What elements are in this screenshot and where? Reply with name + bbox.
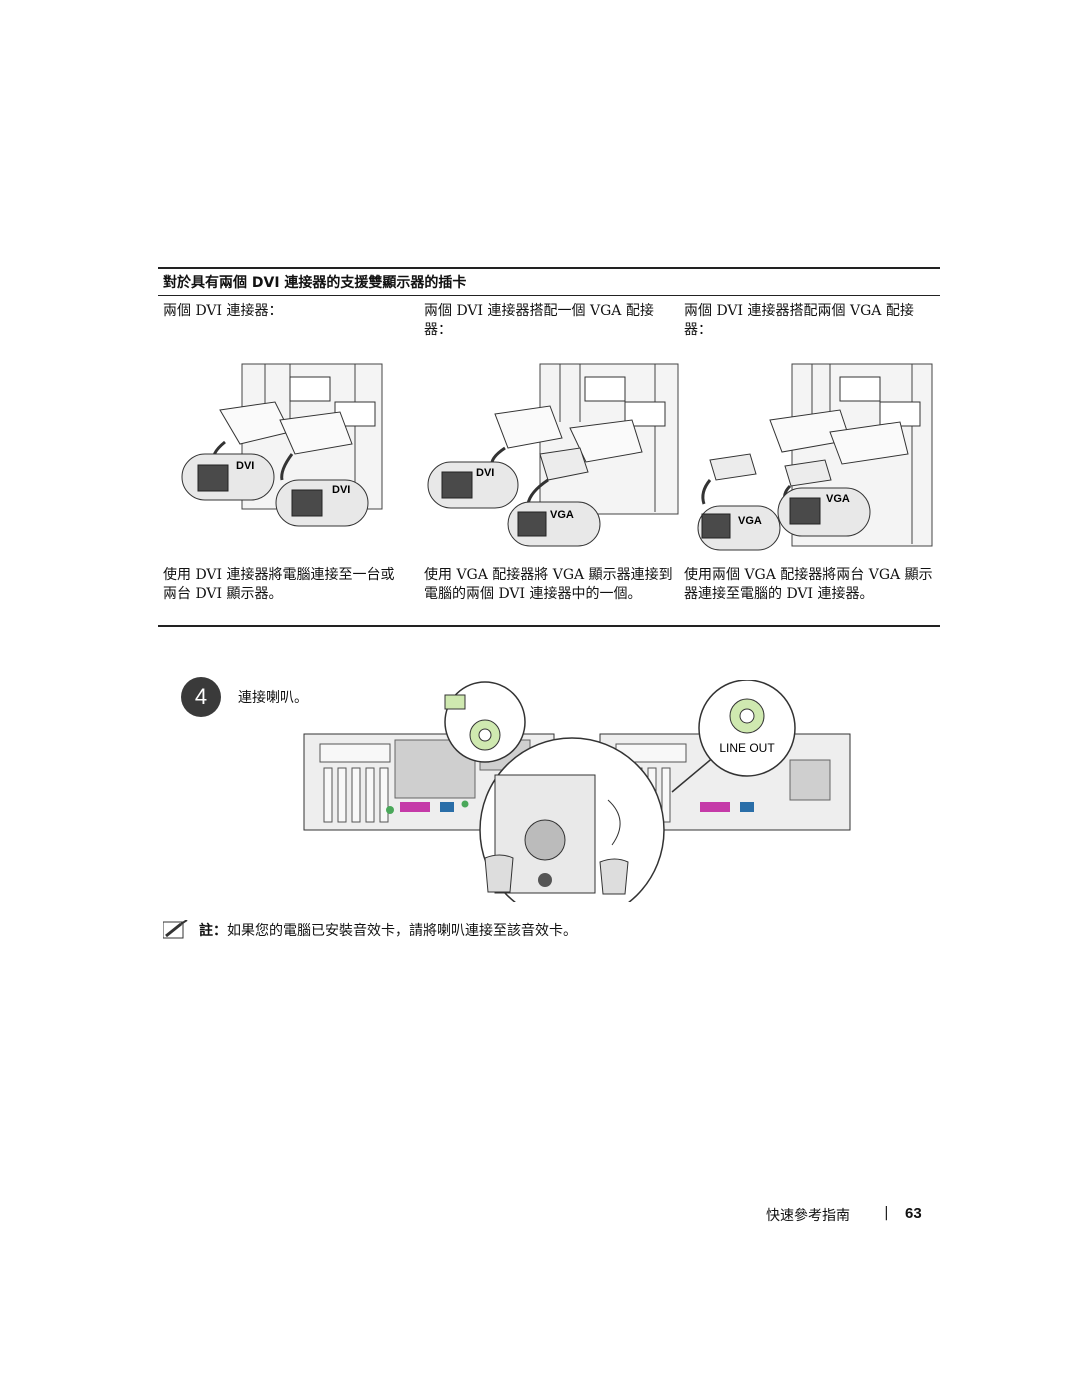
figure-two-vga: VGA VGA (697, 363, 933, 551)
step-instruction: 連接喇叭。 (238, 690, 308, 706)
col1-heading: 兩個 DVI 連接器： (163, 303, 283, 319)
col2-heading: 兩個 DVI 連接器搭配一個 VGA 配接器： (424, 303, 654, 338)
fig2-label-a: DVI (476, 467, 494, 479)
speaker-connection-illustration: LINE OUT (303, 680, 851, 902)
note-text: 如果您的電腦已安裝音效卡，請將喇叭連接至該音效卡。 (227, 923, 577, 939)
fig1-label-b: DVI (332, 484, 350, 496)
col3-heading: 兩個 DVI 連接器搭配兩個 VGA 配接器： (684, 303, 914, 338)
fig3-label-b: VGA (826, 493, 850, 505)
page-number: 63 (905, 1205, 922, 1222)
col2-caption: 使用 VGA 配接器將 VGA 顯示器連接到電腦的兩個 DVI 連接器中的一個。 (424, 567, 673, 602)
note: 註： 如果您的電腦已安裝音效卡，請將喇叭連接至該音效卡。 (163, 920, 577, 940)
fig1-label-a: DVI (236, 460, 254, 472)
table-header-rule (158, 295, 940, 296)
footer-separator: | (884, 1205, 889, 1221)
figure-dvi-vga: DVI VGA (427, 363, 679, 547)
fig2-label-b: VGA (550, 509, 574, 521)
step-number-badge: 4 (181, 677, 221, 717)
figure-two-dvi: DVI DVI (181, 363, 383, 527)
col1-caption: 使用 DVI 連接器將電腦連接至一台或兩台 DVI 顯示器。 (163, 567, 395, 602)
table-top-rule (158, 267, 940, 269)
col3-caption: 使用兩個 VGA 配接器將兩台 VGA 顯示器連接至電腦的 DVI 連接器。 (684, 567, 933, 602)
pencil-note-icon (163, 920, 188, 939)
table-bottom-rule (158, 625, 940, 627)
line-out-label: LINE OUT (719, 741, 775, 755)
note-label: 註： (199, 923, 227, 939)
fig3-label-a: VGA (738, 515, 762, 527)
footer-guide-title: 快速參考指南 (766, 1208, 850, 1224)
table-title: 對於具有兩個 DVI 連接器的支援雙顯示器的插卡 (163, 275, 467, 291)
